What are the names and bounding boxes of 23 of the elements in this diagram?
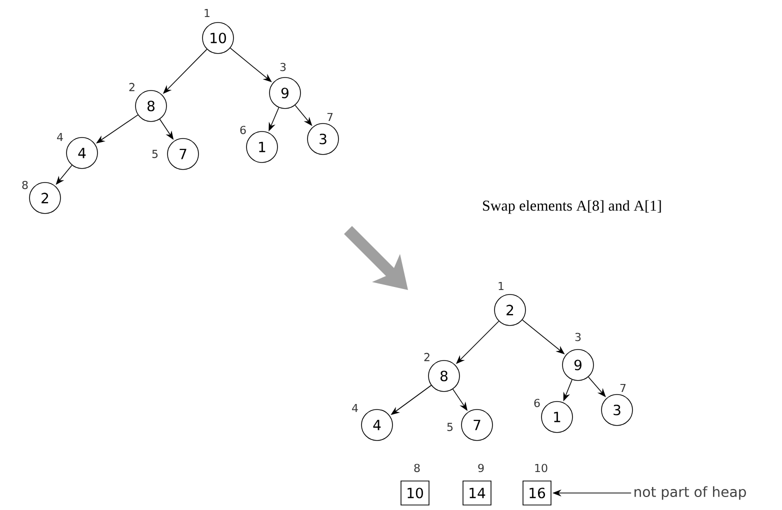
index-label: 2: [129, 82, 134, 92]
caption-text: Swap elements A[8] and A[1]: [483, 200, 661, 214]
index-label: 9: [478, 464, 484, 472]
index-label: 8: [414, 464, 420, 472]
array-cell: 16: [522, 480, 552, 506]
index-label: 1: [498, 282, 504, 290]
note-text: not part of heap: [634, 486, 746, 500]
index-label: 6: [534, 398, 540, 408]
index-label: 3: [280, 62, 286, 72]
index-label: 7: [327, 113, 333, 121]
index-label: 2: [424, 352, 430, 362]
index-label: 4: [57, 133, 63, 141]
index-label: 5: [152, 150, 158, 158]
index-label: 7: [620, 384, 626, 392]
index-label: 6: [240, 126, 246, 134]
array-cell: 14: [462, 480, 492, 506]
index-label: 5: [447, 422, 453, 432]
index-label: 3: [575, 332, 581, 342]
index-label: 10: [535, 464, 548, 472]
index-label: 8: [22, 180, 28, 190]
index-label: 4: [352, 404, 358, 412]
index-label: 1: [204, 9, 210, 17]
array-cell: 10: [400, 480, 430, 506]
